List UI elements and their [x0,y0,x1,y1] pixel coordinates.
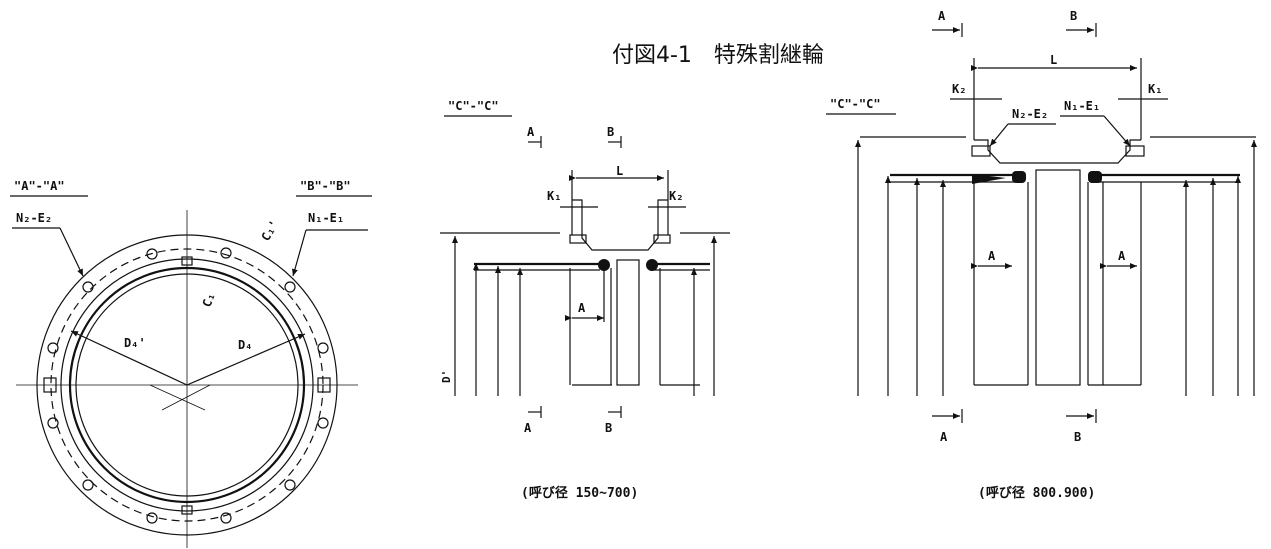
n1e1-leader [292,229,307,277]
pipe-outer-ring [68,266,306,504]
diameter-arrows-middle [452,236,717,396]
label-d4: D₄ [238,338,252,352]
label-k1-right: K₁ [1148,82,1162,96]
split-joint-lug-bottom [181,505,193,515]
label-a-right-right: A [1118,249,1126,263]
caption-middle: (呼び径 150~700) [521,485,638,501]
n2e2-leader [59,227,84,277]
label-l-right: L [1050,53,1057,67]
mark-b-top: B [607,125,614,139]
n1e1-leader-right [1103,115,1131,147]
d4prime-leader [70,330,188,386]
split-joint-lug-right [317,377,331,393]
flange-lip-right-right [1125,145,1145,157]
mark-b-top-right: B [1070,9,1077,23]
mark-a-bottom-right: A [940,430,948,444]
label-d4prime: D₄' [124,336,146,350]
mark-b-bottom: B [605,421,612,435]
label-n1e1: N₁-E₁ [308,211,344,225]
ring-body-outline-right [974,139,1141,164]
label-n2e2-right: N₂-E₂ [1012,107,1048,121]
bolt-hole [146,512,158,524]
split-joint-lug-top [181,256,193,266]
center-cross-b [161,384,211,411]
bolt-hole [82,281,94,293]
gasket-wedge-left [972,174,1006,184]
outer-ring [36,234,338,536]
label-n2e2: N₂-E₂ [16,211,52,225]
bolt-hole [317,417,329,429]
section-label-b: "B"-"B" [300,179,351,193]
label-k2-right: K₂ [952,82,966,96]
bolt-hole [284,479,296,491]
caption-right: (呼び径 800.900) [978,485,1095,501]
bolt-hole [82,479,94,491]
right-view: "C"-"C" A B L K₂ K₁ N₂-E₂ N₁-E₁ [826,9,1257,501]
ring-body-outline [572,199,668,251]
figure-title: 付図4-1 特殊割継輪 [612,43,824,68]
label-n1e1-right: N₁-E₁ [1064,99,1100,113]
split-joint-lug-left [43,377,57,393]
label-l: L [616,164,623,178]
mark-a-top: A [527,125,535,139]
mark-a-top-right: A [938,9,946,23]
label-a-dim: A [578,301,586,315]
middle-view: "C"-"C" A B L K₁ K₂ [440,99,730,501]
inner-flange-ring [60,258,314,512]
label-d-prime: D' [440,370,453,383]
bolt-hole [220,512,232,524]
diameter-arrows-right [855,140,1257,396]
gasket-left-right [1012,171,1026,183]
flange-lip-right [653,234,671,244]
mark-a-bottom: A [524,421,532,435]
bolt-holes [47,247,329,524]
gasket-left [598,259,610,271]
flange-lip-left-right [971,145,991,157]
bolt-hole [317,342,329,354]
label-c1prime: C₁' [258,218,281,244]
center-cross-a [149,384,206,411]
pipe-inner-ring [75,273,299,497]
section-label-c-right: "C"-"C" [830,97,881,111]
left-view: D₄' D₄ C₁ C₁' "A"-"A" "B"-"B" N₂-E₂ N₁-E… [10,179,372,548]
gasket-right-right [1088,171,1102,183]
inner-sleeve-right [1035,169,1081,386]
section-label-a: "A"-"A" [14,179,65,193]
bolt-circle [50,248,324,522]
bolt-hole [220,247,232,259]
bolt-hole [47,342,59,354]
section-label-c: "C"-"C" [448,99,499,113]
label-a-left-right: A [988,249,996,263]
mark-b-bottom-right: B [1074,430,1081,444]
n2e2-leader-right [989,123,1009,147]
label-c1: C₁ [200,291,218,309]
label-k1: K₁ [547,189,561,203]
label-k2: K₂ [669,189,683,203]
d4-leader [186,333,306,386]
bolt-hole [47,417,59,429]
bolt-hole [146,248,158,260]
inner-sleeve [616,259,640,386]
bolt-hole [284,281,296,293]
flange-lip-left [569,234,587,244]
gasket-right [646,259,658,271]
